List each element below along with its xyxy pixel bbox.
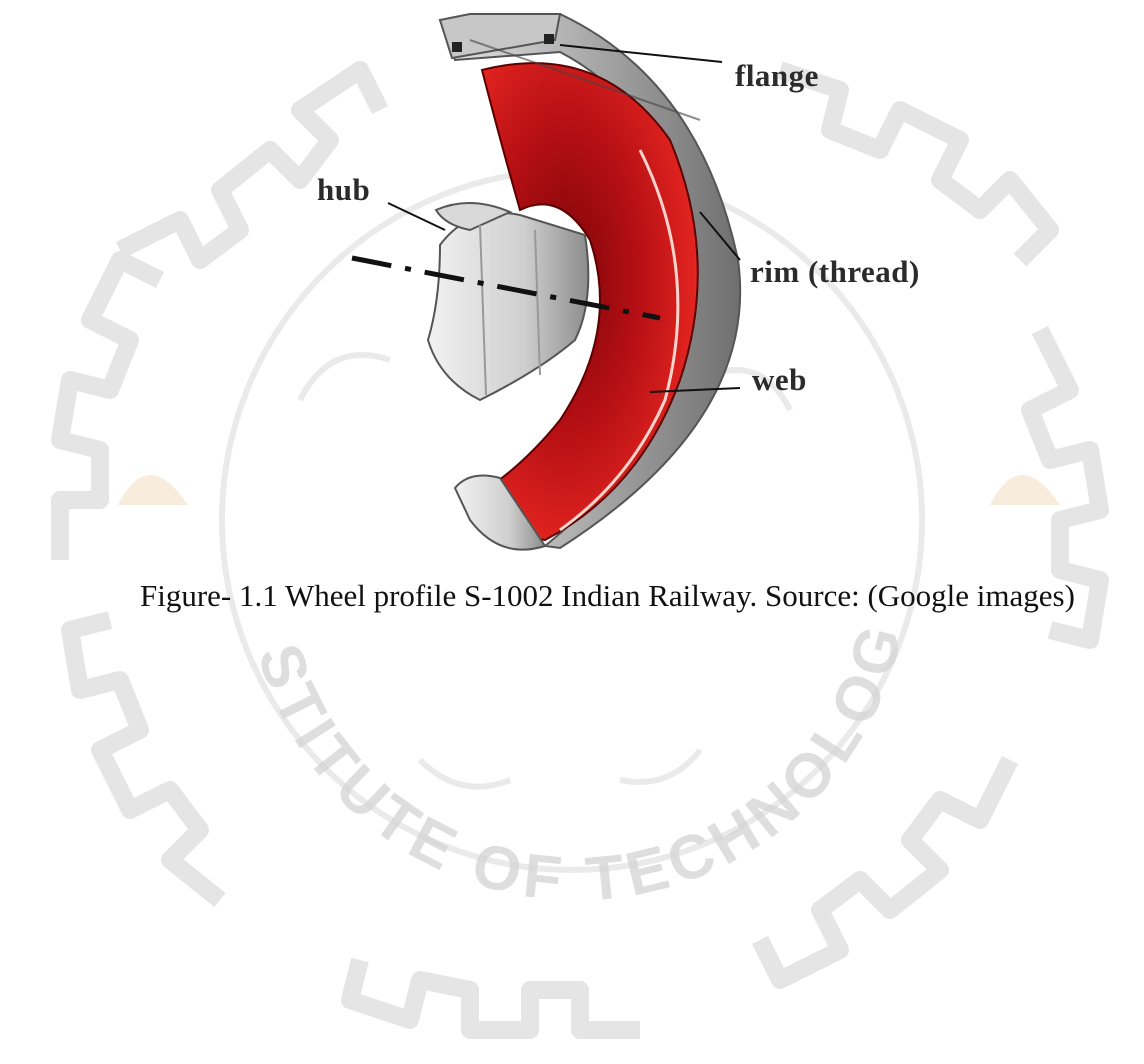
wheel-cutaway-illustration xyxy=(0,0,1144,620)
figure-caption: Figure- 1.1 Wheel profile S-1002 Indian … xyxy=(140,578,1075,614)
label-hub: hub xyxy=(317,172,370,208)
label-rim: rim (thread) xyxy=(750,254,920,290)
hub-leader xyxy=(388,203,445,230)
label-web: web xyxy=(752,362,807,398)
label-flange: flange xyxy=(735,58,819,94)
wheel-hub xyxy=(428,213,588,400)
